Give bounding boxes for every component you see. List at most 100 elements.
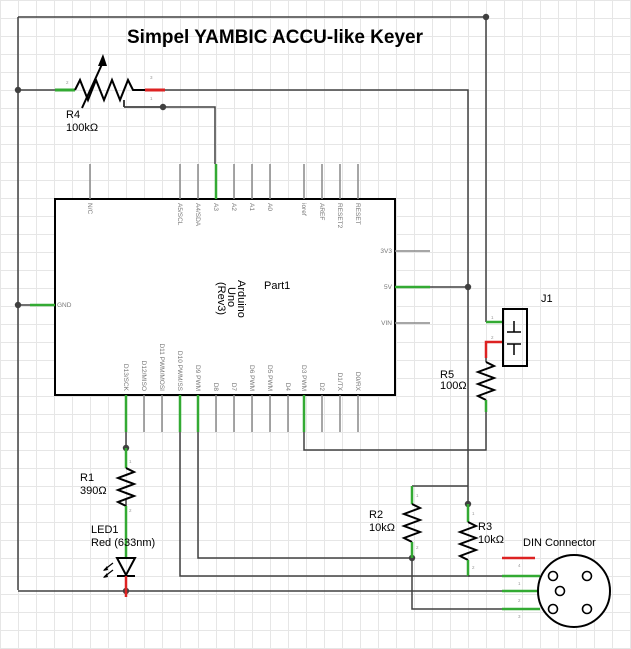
wire-r2-din xyxy=(411,558,520,610)
r4-value-label: 100kΩ xyxy=(66,122,98,134)
arduino-body xyxy=(54,198,396,396)
j1-body xyxy=(502,308,528,367)
din-body xyxy=(537,554,611,628)
arduino-pin-label: VIN xyxy=(381,320,392,327)
pin-number-label: 2 xyxy=(518,598,521,603)
led1-diode-triangle xyxy=(115,557,137,578)
led1-ref-label: LED1 xyxy=(91,524,119,536)
r4-arrow-head-icon xyxy=(98,54,107,66)
arduino-pin-label: D3 PWM xyxy=(300,365,307,391)
pin-number-label: 1 xyxy=(129,459,132,464)
r2-resistor[interactable]: 1 2 xyxy=(401,486,423,558)
arduino-pin-label: D4 xyxy=(284,383,291,392)
arduino-pin-label: D0/RX xyxy=(354,372,361,392)
r4-zigzag xyxy=(74,77,145,103)
din-socket xyxy=(581,570,593,582)
r3-zigzag xyxy=(457,521,479,561)
arduino-right-pins: 3V3 5V VIN xyxy=(380,248,430,327)
wire-r4-wiper-a3 xyxy=(124,106,216,164)
r2-value-label: 10kΩ xyxy=(369,522,395,534)
arduino-pin-label: AREF xyxy=(318,203,325,220)
r2-zigzag xyxy=(401,503,423,543)
arduino-name-line1: Arduino xyxy=(235,280,247,318)
arduino-pin-label: D10 PWM/SS xyxy=(176,351,183,392)
arduino-pin-label: D7 xyxy=(230,383,237,392)
arduino-pin-label: D11 PWM/MOSI xyxy=(158,343,165,391)
wire-r5-d3 xyxy=(303,412,487,451)
arduino-pin-label: ioref xyxy=(300,203,307,216)
junction-dot xyxy=(14,86,22,94)
arduino-pin-label: D5 PWM xyxy=(266,365,273,391)
junction-dot xyxy=(14,301,22,309)
wire-d10-r3 xyxy=(179,432,470,577)
arduino-pin-label: D9 PWM xyxy=(194,365,201,391)
arduino-pin-label: 3V3 xyxy=(380,248,392,255)
arduino-pin-label: RESET xyxy=(354,203,361,225)
pin-number-label: 1 xyxy=(150,96,153,101)
pin-number-label: 2 xyxy=(129,508,132,513)
arduino-pin-label: D1/TX xyxy=(336,373,343,392)
arduino-pin-label: RESET2 xyxy=(336,203,343,229)
arduino-pin-label: A1 xyxy=(248,203,255,211)
r1-zigzag xyxy=(115,467,137,507)
arduino-pin-label: A5/SCL xyxy=(176,203,183,226)
r3-value-label: 10kΩ xyxy=(478,534,504,546)
junction-dot xyxy=(482,13,490,21)
wire-5v-bus xyxy=(395,286,469,504)
arduino-pin-label: D13/SCK xyxy=(122,364,129,392)
pin-number-label: 4 xyxy=(518,563,521,568)
r5-zigzag xyxy=(475,361,497,401)
din-socket xyxy=(581,603,593,615)
arduino-pin-label: A3 xyxy=(212,203,219,211)
arduino-pin-label: 5V xyxy=(384,284,393,291)
r4-arrow-shaft xyxy=(81,61,104,109)
wire-d9-r2 xyxy=(197,432,412,559)
pin-number-label: 3 xyxy=(518,614,521,619)
r5-resistor[interactable] xyxy=(475,358,497,412)
r1-ref-label: R1 xyxy=(80,472,94,484)
pin-number-label: 1 xyxy=(416,493,419,498)
j1-jack[interactable]: 1 2 xyxy=(484,308,528,367)
arduino-uno[interactable]: N/C A5/SCL A4/SDA A3 A2 A1 A0 ioref AREF RESET2 RE… xyxy=(30,164,430,432)
din-ref-label: DIN Connector xyxy=(523,537,596,549)
r2-ref-label: R2 xyxy=(369,509,383,521)
arrow-head-icon xyxy=(103,566,108,571)
led1-value-label: Red (633nm) xyxy=(91,537,155,549)
pin-number-label: 3 xyxy=(150,75,153,80)
pin-number-label: 2 xyxy=(66,80,69,85)
r1-resistor[interactable]: 1 2 xyxy=(115,448,137,520)
arrow-head-icon xyxy=(103,573,108,578)
arduino-pin-label-gnd: GND xyxy=(57,302,72,309)
arduino-pin-label: D8 xyxy=(212,383,219,392)
arduino-pin-label: D12/MISO xyxy=(140,361,147,391)
pin-number-label: 1 xyxy=(491,315,494,320)
pin-number-label: 2 xyxy=(416,545,419,550)
din-socket xyxy=(554,585,566,597)
pin-number-label: 2 xyxy=(472,565,475,570)
din-socket xyxy=(547,603,559,615)
arduino-name-line2: Uno xyxy=(225,287,237,307)
r5-value-label: 100Ω xyxy=(440,380,467,392)
led1[interactable] xyxy=(103,520,137,597)
r5-ref-label: R5 xyxy=(440,369,454,381)
r4-potentiometer[interactable]: 2 3 1 xyxy=(55,54,165,109)
pin-number-label: 1 xyxy=(518,581,521,586)
arduino-bottom-pins: D13/SCK D12/MISO D11 PWM/MOSI D10 PWM/SS D9 … xyxy=(122,343,361,432)
junction-dot xyxy=(464,283,472,291)
r1-value-label: 390Ω xyxy=(80,485,107,497)
arduino-pin-label: A2 xyxy=(230,203,237,211)
schematic-title: Simpel YAMBIC ACCU-like Keyer xyxy=(127,27,424,48)
r3-resistor[interactable]: 1 2 xyxy=(457,504,479,577)
arduino-pin-label: A4/SDA xyxy=(194,203,201,227)
din-connector[interactable]: 4 1 2 3 xyxy=(502,554,611,628)
r4-ref-label: R4 xyxy=(66,109,80,121)
arduino-top-pins: N/C A5/SCL A4/SDA A3 A2 A1 A0 ioref AREF RESET2 RE… xyxy=(86,164,361,229)
arduino-pin-label: N/C xyxy=(86,203,93,215)
pin-number-label: 2 xyxy=(491,335,494,340)
arduino-pin-label: D6 PWM xyxy=(248,365,255,391)
arduino-pin-label: D2 xyxy=(318,383,325,392)
din-socket xyxy=(547,570,559,582)
arduino-name-line3: (Rev3) xyxy=(215,282,227,315)
arduino-pin-label: A0 xyxy=(266,203,273,211)
